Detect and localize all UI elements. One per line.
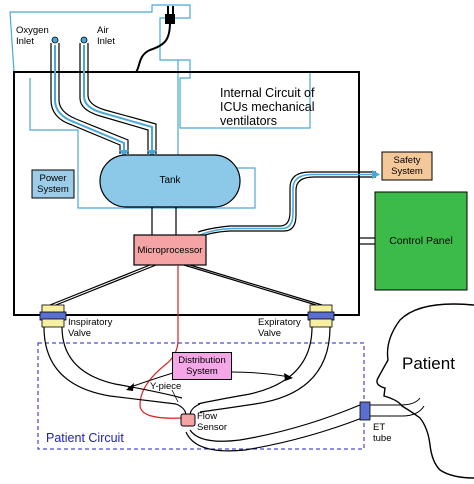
control-panel-box xyxy=(374,191,468,291)
patient-head-outline xyxy=(376,303,474,479)
distribution-system-box: Distribution System xyxy=(172,352,232,380)
flow-sensor-label: Flow Sensor xyxy=(197,411,228,433)
internal-circuit-line xyxy=(9,4,311,129)
inspiratory-valve-label: Inspiratory Valve xyxy=(68,317,113,339)
expiratory-valve xyxy=(307,304,335,328)
flow-sensor xyxy=(180,413,196,427)
y-piece-label: Y-piece xyxy=(150,381,182,392)
patient-circuit-box xyxy=(37,342,365,450)
air-inlet-label: Air Inlet xyxy=(97,25,115,47)
air-arrow xyxy=(147,150,157,157)
inspiratory-valve xyxy=(39,304,67,328)
expiratory-valve-label: Expiratory Valve xyxy=(258,317,301,339)
patient-tube xyxy=(189,404,361,442)
safety-arrow xyxy=(372,170,380,179)
flow-sensor-signal-wire xyxy=(139,265,183,419)
micro-to-expiratory-wire xyxy=(183,264,323,306)
expiratory-limb xyxy=(197,326,313,405)
diagram-title: Internal Circuit of ICUs mechanical vent… xyxy=(220,86,315,128)
safety-line xyxy=(197,171,376,233)
safety-system-label: Safety System xyxy=(391,155,423,177)
tank-label: Tank xyxy=(159,174,181,186)
microprocessor-label: Microprocessor xyxy=(137,244,203,256)
patient-circuit-label: Patient Circuit xyxy=(46,431,124,445)
oxygen-inlet-label: Oxygen Inlet xyxy=(16,25,49,47)
power-plug-icon xyxy=(135,6,175,73)
micro-to-inspiratory-wire xyxy=(49,264,157,306)
control-panel-label: Control Panel xyxy=(389,234,453,247)
oxygen-inlet-pipe xyxy=(50,36,129,154)
distribution-arrow-right xyxy=(231,371,291,378)
ventilator-housing xyxy=(13,71,360,316)
power-system-box xyxy=(31,169,75,199)
safety-system-box xyxy=(381,151,433,181)
tank xyxy=(99,154,241,208)
patient-label: Patient xyxy=(402,354,455,373)
air-inlet-pipe xyxy=(79,36,157,154)
et-tube-connector xyxy=(359,401,371,421)
power-system-label: Power System xyxy=(37,173,69,195)
et-tube-label: ET tube xyxy=(373,422,392,444)
inspiratory-limb xyxy=(43,326,177,405)
oxygen-arrow xyxy=(119,150,129,157)
microprocessor-box xyxy=(133,234,207,266)
